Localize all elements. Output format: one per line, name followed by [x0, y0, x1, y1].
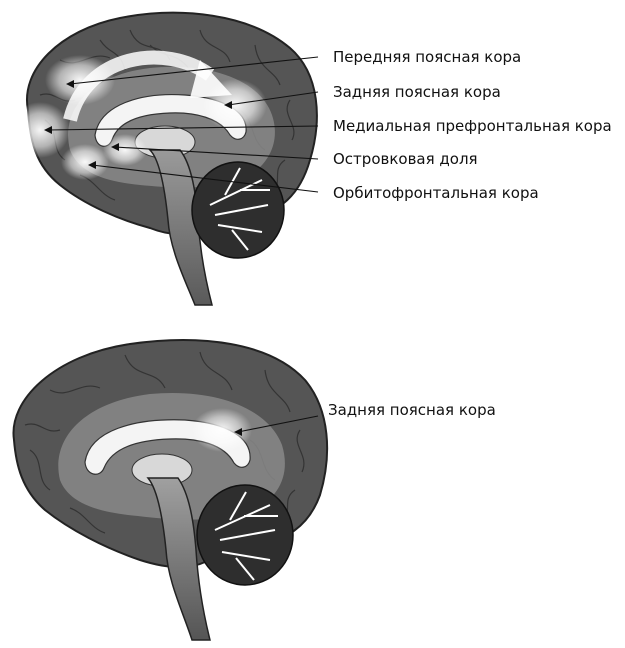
- flow-arrow: [63, 50, 215, 122]
- glow-ofc: [61, 144, 109, 180]
- brain-diagram-top: Передняя поясная кора Задняя поясная кор…: [10, 11, 612, 306]
- glow-pcc: [192, 408, 252, 452]
- leaders-bottom: [234, 415, 319, 436]
- label-medial-prefrontal: Медиальная префронтальная кора: [333, 117, 612, 135]
- brain-diagram-bottom: Задняя поясная кора: [12, 339, 496, 641]
- brain-figure-top: Передняя поясная кора Задняя поясная кор…: [0, 0, 625, 320]
- label-posterior-cingulate: Задняя поясная кора: [333, 83, 501, 101]
- brainstem: [146, 477, 211, 641]
- glow-insula: [103, 134, 147, 166]
- label-anterior-cingulate: Передняя поясная кора: [333, 48, 521, 66]
- glow-mpfc: [10, 102, 70, 158]
- leaders-top: [44, 56, 319, 193]
- label-orbitofrontal: Орбитофронтальная кора: [333, 184, 539, 202]
- label-insula: Островковая доля: [333, 150, 478, 168]
- label-posterior-cingulate: Задняя поясная кора: [328, 401, 496, 419]
- arbor-vitae: [214, 491, 278, 581]
- brain-figure-bottom: Задняя поясная кора: [0, 330, 625, 648]
